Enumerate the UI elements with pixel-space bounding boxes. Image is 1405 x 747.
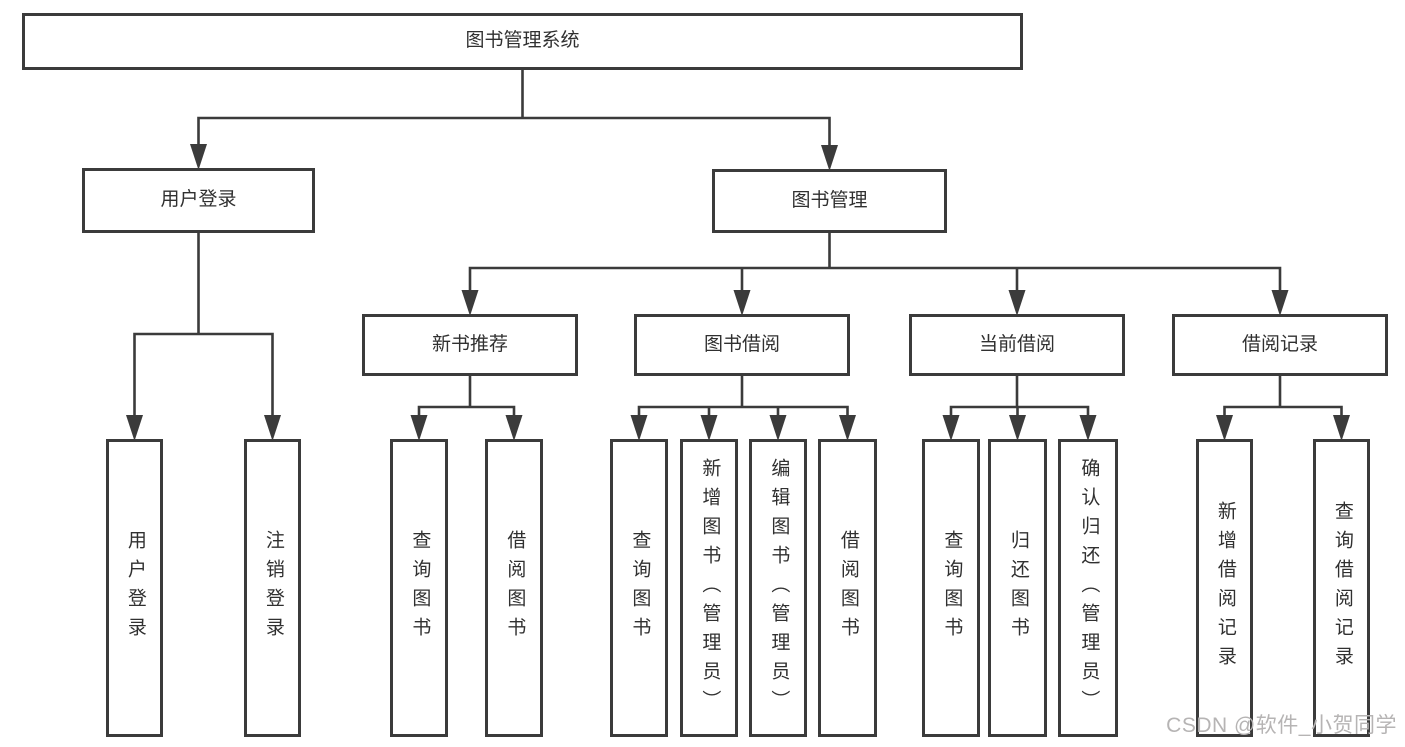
node-user-login: 用户登录 [82, 168, 315, 233]
node-label-user-login: 用户登录 [160, 189, 237, 211]
node-label-borrow-records: 借阅记录 [1241, 333, 1318, 355]
node-leaf-borrow-book-borrow: 借阅图书 [818, 439, 877, 737]
node-root: 图书管理系统 [22, 13, 1023, 70]
arrowhead-to-book-borrow [733, 290, 751, 316]
node-label-book-mgmt: 图书管理 [791, 189, 868, 211]
node-label-leaf-borrow-book-borrow: 借阅图书 [837, 530, 859, 646]
arrowhead-to-borrow-records [1271, 290, 1289, 316]
node-label-book-borrow: 图书借阅 [703, 333, 780, 355]
node-label-leaf-user-login: 用户登录 [124, 530, 146, 646]
node-new-book-rec: 新书推荐 [362, 314, 578, 376]
arrowhead-to-leaf-query-book-current [942, 415, 960, 441]
node-label-leaf-query-book-borrow: 查询图书 [629, 530, 651, 646]
node-borrow-records: 借阅记录 [1172, 314, 1388, 376]
node-leaf-confirm-return: 确认归还（管理员） [1058, 439, 1118, 737]
edge-from-borrow-records [1223, 376, 1343, 421]
node-label-leaf-confirm-return: 确认归还（管理员） [1078, 457, 1100, 719]
arrowhead-to-leaf-user-login [126, 415, 143, 441]
node-label-leaf-add-borrow-record: 新增借阅记录 [1214, 501, 1236, 675]
node-label-leaf-query-book-new: 查询图书 [409, 530, 431, 646]
arrowhead-to-leaf-borrow-book-new [505, 415, 523, 441]
node-label-leaf-return-book: 归还图书 [1007, 530, 1029, 646]
node-leaf-query-book-borrow: 查询图书 [610, 439, 668, 737]
arrowhead-to-leaf-logout [264, 415, 281, 441]
edge-from-root [197, 70, 831, 151]
edge-from-user-login [133, 233, 274, 421]
node-current-borrow: 当前借阅 [909, 314, 1125, 376]
arrowhead-to-user-login [190, 144, 207, 170]
edge-from-current-borrow [949, 376, 1090, 421]
arrowhead-to-book-mgmt [821, 145, 838, 171]
node-leaf-query-book-new: 查询图书 [390, 439, 448, 737]
arrowhead-to-leaf-query-book-new [410, 415, 428, 441]
watermark: CSDN @软件_小贺同学 [1166, 714, 1397, 737]
node-leaf-add-book: 新增图书（管理员） [680, 439, 738, 737]
node-label-leaf-edit-book: 编辑图书（管理员） [768, 457, 790, 719]
node-book-borrow: 图书借阅 [634, 314, 850, 376]
arrowhead-to-leaf-edit-book [769, 415, 787, 441]
node-leaf-user-login: 用户登录 [106, 439, 163, 737]
arrowhead-to-leaf-query-book-borrow [630, 415, 648, 441]
node-label-current-borrow: 当前借阅 [978, 333, 1055, 355]
edge-from-book-borrow [637, 376, 849, 421]
arrowhead-to-current-borrow [1008, 290, 1026, 316]
node-label-leaf-borrow-book-new: 借阅图书 [504, 530, 526, 646]
arrowhead-to-leaf-confirm-return [1079, 415, 1097, 441]
arrowhead-to-leaf-add-book [700, 415, 718, 441]
node-leaf-edit-book: 编辑图书（管理员） [749, 439, 807, 737]
node-label-leaf-logout: 注销登录 [262, 530, 284, 646]
node-book-mgmt: 图书管理 [712, 169, 947, 233]
node-leaf-return-book: 归还图书 [988, 439, 1047, 737]
node-label-new-book-rec: 新书推荐 [431, 333, 508, 355]
arrowhead-to-leaf-borrow-book-borrow [839, 415, 856, 441]
edge-from-new-book-rec [417, 376, 516, 421]
node-leaf-query-book-current: 查询图书 [922, 439, 980, 737]
node-leaf-add-borrow-record: 新增借阅记录 [1196, 439, 1253, 737]
arrowhead-to-leaf-return-book [1009, 415, 1026, 441]
arrowhead-to-leaf-query-borrow-record [1333, 415, 1350, 441]
node-leaf-query-borrow-record: 查询借阅记录 [1313, 439, 1370, 737]
node-label-leaf-query-book-current: 查询图书 [941, 530, 963, 646]
edge-from-book-mgmt [468, 233, 1282, 296]
node-label-leaf-query-borrow-record: 查询借阅记录 [1331, 501, 1353, 675]
arrowhead-to-leaf-add-borrow-record [1216, 415, 1233, 441]
node-leaf-borrow-book-new: 借阅图书 [485, 439, 543, 737]
node-leaf-logout: 注销登录 [244, 439, 301, 737]
node-label-leaf-add-book: 新增图书（管理员） [699, 457, 721, 719]
node-label-root: 图书管理系统 [465, 30, 580, 52]
arrowhead-to-new-book-rec [461, 290, 479, 316]
